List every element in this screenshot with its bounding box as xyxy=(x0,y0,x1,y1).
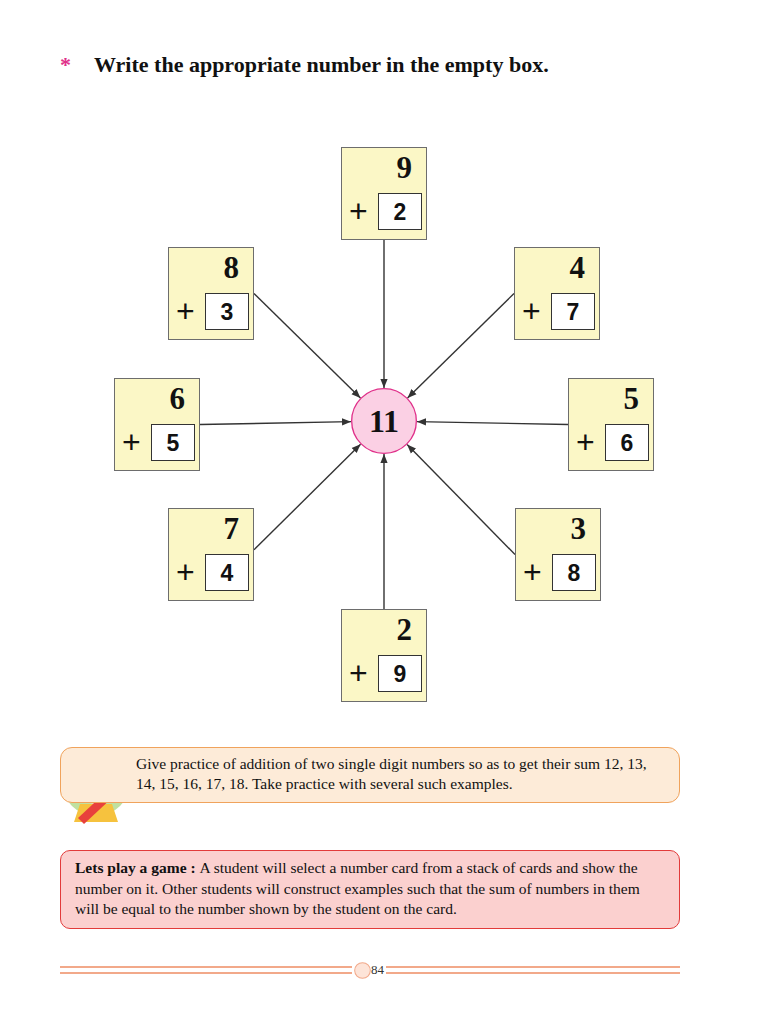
addend-number: 8 xyxy=(224,250,240,286)
addition-card: 2 +9 xyxy=(341,609,427,702)
addend-number: 3 xyxy=(571,511,587,547)
addend-number: 2 xyxy=(397,612,413,648)
node-text: 4 xyxy=(221,560,234,586)
game-box: Lets play a game :A student will select … xyxy=(60,850,680,929)
addend-number: 9 xyxy=(397,150,413,186)
addition-card: 8 +3 xyxy=(168,247,254,340)
addition-card: 3 +8 xyxy=(515,508,601,601)
answer-box: 8 xyxy=(552,554,596,591)
node-text: 11 xyxy=(369,403,399,440)
addend-number: 6 xyxy=(170,381,186,417)
answer-box: 2 xyxy=(378,193,422,230)
addition-card: 4 +7 xyxy=(514,247,600,340)
answer-box: 6 xyxy=(605,424,649,461)
plus-sign: + xyxy=(576,425,595,459)
answer-box: 9 xyxy=(378,655,422,692)
arrow-connector xyxy=(383,240,384,388)
addition-card: 6 +5 xyxy=(114,378,200,471)
circle-outline xyxy=(354,962,371,979)
addend-number: 7 xyxy=(224,511,240,547)
answer-box: 5 xyxy=(151,424,195,461)
node-text: 84 xyxy=(371,962,384,978)
node-text: 5 xyxy=(167,430,180,456)
plus-sign: + xyxy=(522,294,541,328)
plus-sign: + xyxy=(176,294,195,328)
plus-sign: + xyxy=(349,194,368,228)
node-text: 2 xyxy=(394,199,407,225)
game-heading: Lets play a game : xyxy=(75,859,196,876)
plus-sign: + xyxy=(523,555,542,589)
plus-sign: + xyxy=(122,425,141,459)
bullet-star: * xyxy=(60,52,71,78)
node-text: 8 xyxy=(568,560,581,586)
node-text: 6 xyxy=(621,430,634,456)
addend-number: 5 xyxy=(624,381,640,417)
answer-box: 3 xyxy=(205,293,249,330)
node-text: 3 xyxy=(221,299,234,325)
arrow-connector xyxy=(417,422,568,425)
node-text: Give practice of addition of two single … xyxy=(136,754,665,794)
arrow-connector xyxy=(200,422,351,425)
page-number: 84 xyxy=(354,955,384,985)
answer-box: 7 xyxy=(551,293,595,330)
arrow-connector xyxy=(383,454,384,609)
arrow-connector xyxy=(407,445,515,555)
sum-circle: 11 xyxy=(351,388,417,454)
arrow-connector xyxy=(254,294,360,398)
node-text: 9 xyxy=(394,661,407,687)
answer-box: 4 xyxy=(205,554,249,591)
plus-sign: + xyxy=(176,555,195,589)
arrow-connector xyxy=(254,444,361,550)
title: Write the appropriate number in the empt… xyxy=(94,52,549,78)
addition-card: 5 +6 xyxy=(568,378,654,471)
teacher-note: Give practice of addition of two single … xyxy=(60,747,680,803)
addend-number: 4 xyxy=(570,250,586,286)
plus-sign: + xyxy=(349,656,368,690)
arrow-connector xyxy=(408,294,514,398)
node-text: 7 xyxy=(567,299,580,325)
addition-card: 9 +2 xyxy=(341,147,427,240)
addition-card: 7 +4 xyxy=(168,508,254,601)
